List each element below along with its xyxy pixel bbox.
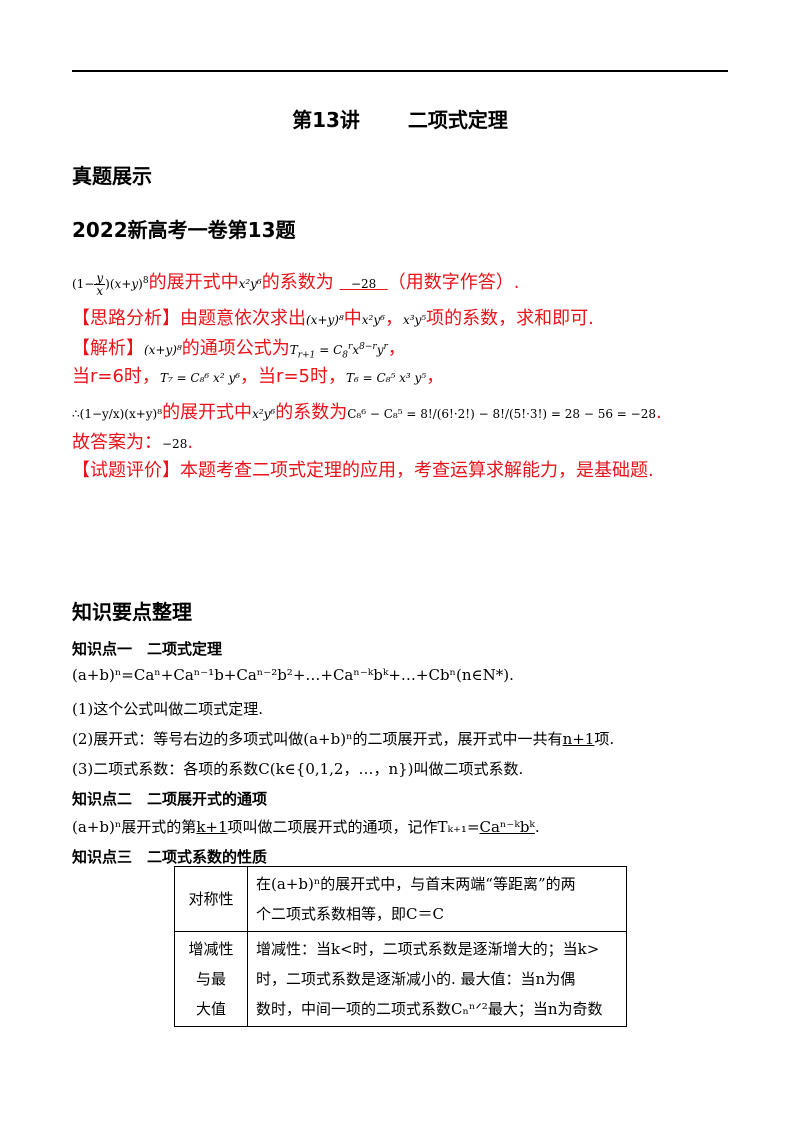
solution-line-3: ∴(1−y/x)(x+y)⁸的展开式中x²y⁶的系数为C₈⁶ − C₈⁵ = 8…: [72, 402, 662, 423]
page-title: 第13讲 二项式定理: [0, 104, 800, 133]
header-rule: [72, 70, 728, 72]
lecture-topic: 二项式定理: [407, 108, 508, 132]
kp1-point-1: (1)这个公式叫做二项式定理.: [72, 700, 264, 718]
kp1-point-2: (2)展开式：等号右边的多项式叫做(a+b)ⁿ的二项展开式，展开式中一共有n+1…: [72, 730, 615, 748]
final-answer: 故答案为：−28.: [72, 432, 194, 453]
kp3-title: 知识点三 二项式系数的性质: [72, 848, 268, 866]
kp1-point-3: (3)二项式系数：各项的系数C(k∈{0,1,2，…，n})叫做二项式系数.: [72, 760, 524, 778]
row-label-symmetry: 对称性: [174, 866, 248, 932]
general-term-formula: Tr+1 = C8rx8−ryr: [289, 342, 388, 361]
row-content-monotonicity: 增减性：当k<时，二项式系数是逐渐增大的；当k> 时，二项式系数是逐渐减小的. …: [247, 931, 627, 1027]
answer-blank: −28: [350, 277, 377, 291]
kp2-text: (a+b)ⁿ展开式的第k+1项叫做二项展开式的通项，记作Tₖ₊₁=Caⁿ⁻ᵏbᵏ…: [72, 818, 540, 836]
coefficient-properties-table: 对称性 在(a+b)ⁿ的展开式中，与首末两端“等距离”的两 个二项式系数相等，即…: [174, 866, 627, 1027]
table-row: 对称性 在(a+b)ⁿ的展开式中，与首末两端“等距离”的两 个二项式系数相等，即…: [174, 866, 627, 932]
analysis-line: 【思路分析】由题意依次求出(x+y)⁸中x²y⁶，x³y⁵项的系数，求和即可.: [72, 308, 594, 329]
row-content-symmetry: 在(a+b)ⁿ的展开式中，与首末两端“等距离”的两 个二项式系数相等，即C＝C: [247, 866, 627, 932]
kp1-title: 知识点一 二项式定理: [72, 640, 223, 658]
problem-term: x²y⁶: [238, 277, 262, 291]
coefficient-calculation: C₈⁶ − C₈⁵ = 8!/(6!·2!) − 8!/(5!·3!) = 28…: [347, 407, 656, 421]
table-row: 增减性 与最 大值 增减性：当k<时，二项式系数是逐渐增大的；当k> 时，二项式…: [174, 931, 627, 1027]
exam-title: 2022新高考一卷第13题: [72, 218, 296, 242]
lecture-number: 第13讲: [292, 108, 360, 132]
solution-line-1: 【解析】(x+y)⁸的通项公式为Tr+1 = C8rx8−ryr，: [72, 338, 406, 361]
row-label-monotonicity: 增减性 与最 大值: [174, 931, 248, 1027]
section-key-points: 知识要点整理: [72, 600, 192, 624]
evaluation-line: 【试题评价】本题考查二项式定理的应用，考查运算求解能力，是基础题.: [72, 460, 654, 481]
section-real-exam: 真题展示: [72, 164, 152, 188]
binomial-theorem-formula: (a+b)ⁿ=Caⁿ+Caⁿ⁻¹b+Caⁿ⁻²b²+…+Caⁿ⁻ᵏbᵏ+…+Cb…: [72, 666, 514, 684]
solution-line-2: 当r=6时，T₇ = C₈⁶ x² y⁶，当r=5时，T₆ = C₈⁵ x³ y…: [72, 366, 445, 387]
kp2-title: 知识点二 二项展开式的通项: [72, 790, 268, 808]
